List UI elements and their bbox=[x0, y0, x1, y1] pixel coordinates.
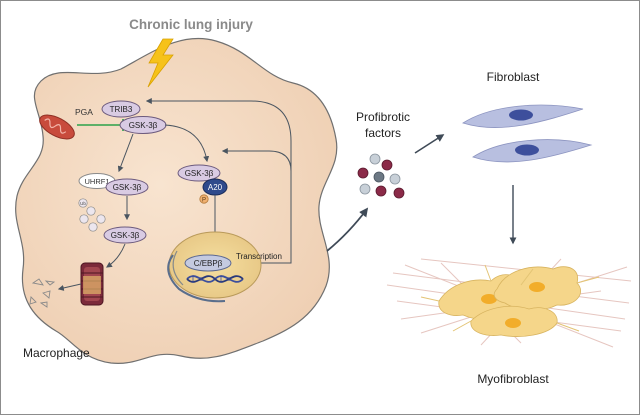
a20-label: A20 bbox=[208, 183, 223, 192]
gsk3b-low-protein bbox=[103, 226, 147, 244]
profibrotic-label-line1: Profibrotic bbox=[356, 110, 410, 124]
fibroblast-label: Fibroblast bbox=[487, 70, 540, 84]
profibrotic-label-line2: factors bbox=[365, 126, 401, 140]
lightning-icon bbox=[147, 38, 174, 88]
gsk3b-top-label: GSK-3β bbox=[129, 121, 158, 130]
myofibroblast-cell-3 bbox=[470, 305, 558, 337]
arrow-to-profibrotic bbox=[326, 207, 369, 252]
trib3-protein bbox=[101, 100, 141, 118]
myofibroblast-projections bbox=[420, 264, 600, 332]
cebpb-label: C/EBPβ bbox=[194, 259, 223, 268]
fibroblast-cell-1 bbox=[462, 104, 584, 128]
mitochondrion-icon bbox=[39, 114, 75, 140]
proteasome-icon bbox=[80, 262, 104, 306]
gsk3b-low-label: GSK-3β bbox=[111, 231, 140, 240]
arrow-gsk-to-uhrf1 bbox=[117, 133, 134, 173]
cebpb-protein bbox=[184, 254, 232, 272]
gsk3b-mid-protein bbox=[105, 178, 149, 196]
gsk3b-mid-label: GSK-3β bbox=[113, 183, 142, 192]
nuclear-envelope-arc-inner bbox=[172, 250, 184, 286]
figure-title: Chronic lung injury bbox=[129, 17, 253, 32]
pga-label: PGA bbox=[75, 107, 93, 117]
uhrf1-label: UHRF1 bbox=[84, 177, 109, 186]
dna-helix-icon bbox=[186, 275, 244, 283]
ub-label: Ub bbox=[80, 201, 86, 206]
fibroblast-cell-2 bbox=[472, 139, 593, 163]
degraded-fragments bbox=[29, 278, 56, 308]
arrow-to-fibroblast bbox=[414, 134, 445, 154]
arrow-to-fragments bbox=[57, 283, 82, 291]
profibrotic-factor-dots bbox=[357, 153, 405, 199]
arrow-gsk-top-to-right bbox=[164, 124, 210, 163]
arrow-transcription-to-trib3 bbox=[145, 98, 292, 264]
macrophage-cell bbox=[15, 37, 338, 364]
trib3-label: TRIB3 bbox=[110, 105, 133, 114]
myofibroblast-cell-2 bbox=[493, 266, 582, 311]
arrow-transcription-to-gsk3b bbox=[221, 148, 292, 172]
ubiquitin-chain bbox=[78, 198, 106, 232]
macrophage-label: Macrophage bbox=[23, 346, 90, 360]
myofibroblast-label: Myofibroblast bbox=[477, 372, 549, 386]
phosphate-group bbox=[199, 194, 209, 204]
nuclear-envelope-arc bbox=[167, 254, 226, 303]
gsk3b-right-label: GSK-3β bbox=[185, 169, 214, 178]
gsk3b-right-protein bbox=[177, 164, 221, 182]
arrow-to-proteasome bbox=[106, 243, 126, 268]
phospho-label: P bbox=[202, 198, 206, 204]
transcription-label: Transcription bbox=[236, 252, 282, 261]
